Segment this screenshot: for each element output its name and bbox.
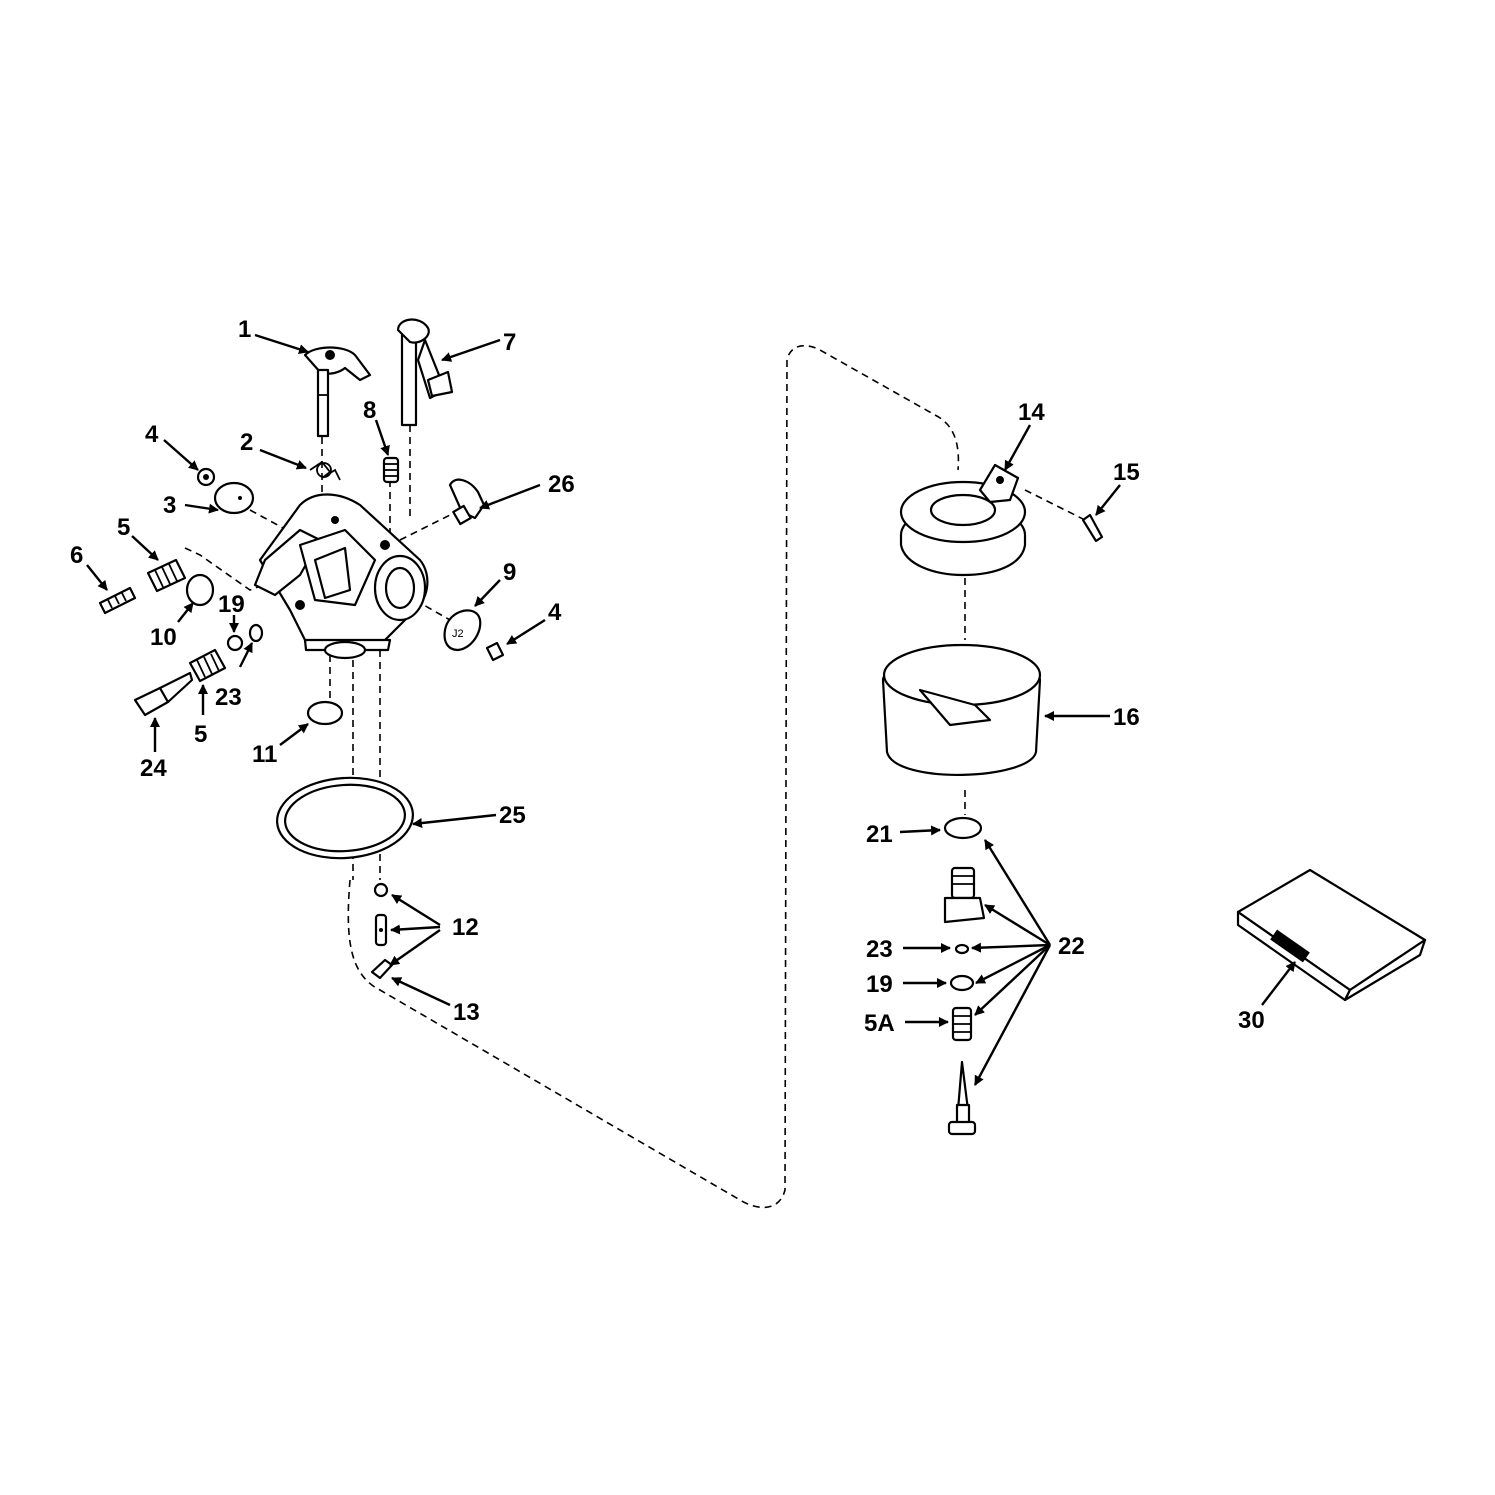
callout-23a: 23 bbox=[215, 684, 242, 711]
part-8-spring bbox=[382, 456, 400, 484]
callout-24: 24 bbox=[140, 755, 167, 782]
leader-4b bbox=[506, 618, 546, 646]
callout-3: 3 bbox=[163, 492, 176, 519]
callout-2: 2 bbox=[240, 429, 253, 456]
callout-5a: 5 bbox=[117, 514, 130, 541]
leader-13 bbox=[391, 976, 451, 1007]
callout-5b: 5 bbox=[194, 721, 207, 748]
callout-11: 11 bbox=[252, 741, 277, 768]
leader-26 bbox=[479, 483, 541, 510]
callout-1: 1 bbox=[238, 316, 251, 343]
leader-22a bbox=[983, 839, 1052, 946]
leader-4a bbox=[163, 439, 199, 471]
leader-10 bbox=[177, 602, 194, 623]
callout-6: 6 bbox=[70, 542, 83, 569]
part-1-throttle-shaft bbox=[303, 346, 372, 438]
part-10-o-ring bbox=[185, 573, 215, 607]
callout-25: 25 bbox=[499, 802, 526, 829]
part-15-float-pin bbox=[1081, 513, 1104, 543]
part-5-spring-upper bbox=[146, 558, 187, 593]
callout-26: 26 bbox=[548, 471, 575, 498]
leader-12c bbox=[389, 929, 441, 966]
part-21-washer bbox=[943, 816, 983, 840]
part-19-washer-left bbox=[226, 634, 244, 652]
part-13-clip bbox=[370, 958, 394, 980]
alignment-line-pin bbox=[1024, 489, 1086, 521]
callout-5A: 5A bbox=[864, 1010, 895, 1037]
leader-1 bbox=[254, 333, 309, 355]
leader-22f bbox=[973, 944, 1052, 1086]
leader-2 bbox=[259, 448, 307, 470]
leader-22b bbox=[984, 903, 1051, 947]
leader-22d bbox=[975, 943, 1051, 985]
leader-30 bbox=[1261, 961, 1296, 1006]
leader-25 bbox=[412, 813, 497, 829]
callout-22: 22 bbox=[1058, 933, 1085, 960]
part-3-throttle-plate bbox=[213, 481, 255, 515]
part-4-screw-left bbox=[196, 467, 216, 487]
part-6-idle-screw bbox=[98, 586, 137, 615]
callout-10: 10 bbox=[150, 624, 177, 651]
callout-4a: 4 bbox=[145, 421, 159, 448]
callout-8: 8 bbox=[363, 397, 376, 424]
callout-14: 14 bbox=[1018, 399, 1045, 426]
callout-21: 21 bbox=[866, 821, 893, 848]
part-19-washer-right bbox=[949, 974, 975, 992]
leader-23a bbox=[238, 642, 254, 668]
callout-15: 15 bbox=[1113, 459, 1140, 486]
leader-21 bbox=[899, 825, 941, 836]
callout-13: 13 bbox=[453, 999, 480, 1026]
callout-30: 30 bbox=[1238, 1007, 1265, 1034]
part-22-bowl-nut bbox=[943, 866, 986, 924]
leader-22c bbox=[971, 942, 1051, 953]
part-23-o-ring-right bbox=[954, 943, 970, 955]
callout-12: 12 bbox=[452, 914, 479, 941]
part-4-screw-right bbox=[485, 641, 505, 662]
callout-9: 9 bbox=[503, 559, 516, 586]
callout-19b: 19 bbox=[866, 971, 893, 998]
svg-text:J2: J2 bbox=[452, 628, 464, 640]
part-22-needle-screw bbox=[947, 1060, 977, 1136]
part-25-gasket bbox=[276, 776, 414, 860]
part-26-fuel-inlet bbox=[448, 478, 486, 526]
part-24-needle bbox=[133, 671, 194, 717]
leader-3 bbox=[184, 503, 219, 514]
part-16-float-bowl bbox=[881, 643, 1042, 776]
leader-9 bbox=[474, 579, 501, 607]
part-2-throttle-spring bbox=[309, 460, 341, 481]
part-7-choke-shaft bbox=[396, 318, 454, 427]
carburetor-body bbox=[253, 493, 429, 660]
leader-12a bbox=[391, 893, 441, 927]
leader-14 bbox=[1003, 424, 1032, 471]
leader-6 bbox=[86, 564, 108, 591]
callout-19a: 19 bbox=[218, 591, 245, 618]
leader-22e bbox=[974, 944, 1051, 1016]
leader-15 bbox=[1095, 484, 1121, 516]
part-30-kit-box bbox=[1236, 868, 1427, 1002]
part-11-welch-plug bbox=[306, 700, 344, 726]
leader-11 bbox=[279, 723, 309, 746]
part-12-inlet-needle bbox=[373, 882, 389, 947]
callout-23b: 23 bbox=[866, 936, 893, 963]
assembly-connection-dashed-line bbox=[347, 344, 960, 1209]
callout-16: 16 bbox=[1113, 704, 1140, 731]
part-9-choke-plate: J2 bbox=[443, 609, 482, 652]
callout-4b: 4 bbox=[548, 599, 562, 626]
part-5-spring-lower bbox=[188, 648, 227, 683]
part-14-float bbox=[899, 463, 1027, 577]
leader-8 bbox=[374, 419, 390, 456]
leader-5a bbox=[131, 535, 159, 561]
leader-7 bbox=[441, 338, 501, 362]
callout-7: 7 bbox=[503, 329, 516, 356]
part-23-o-ring-left bbox=[248, 623, 264, 643]
leader-12b bbox=[390, 924, 441, 935]
part-5A-spring bbox=[951, 1006, 973, 1042]
